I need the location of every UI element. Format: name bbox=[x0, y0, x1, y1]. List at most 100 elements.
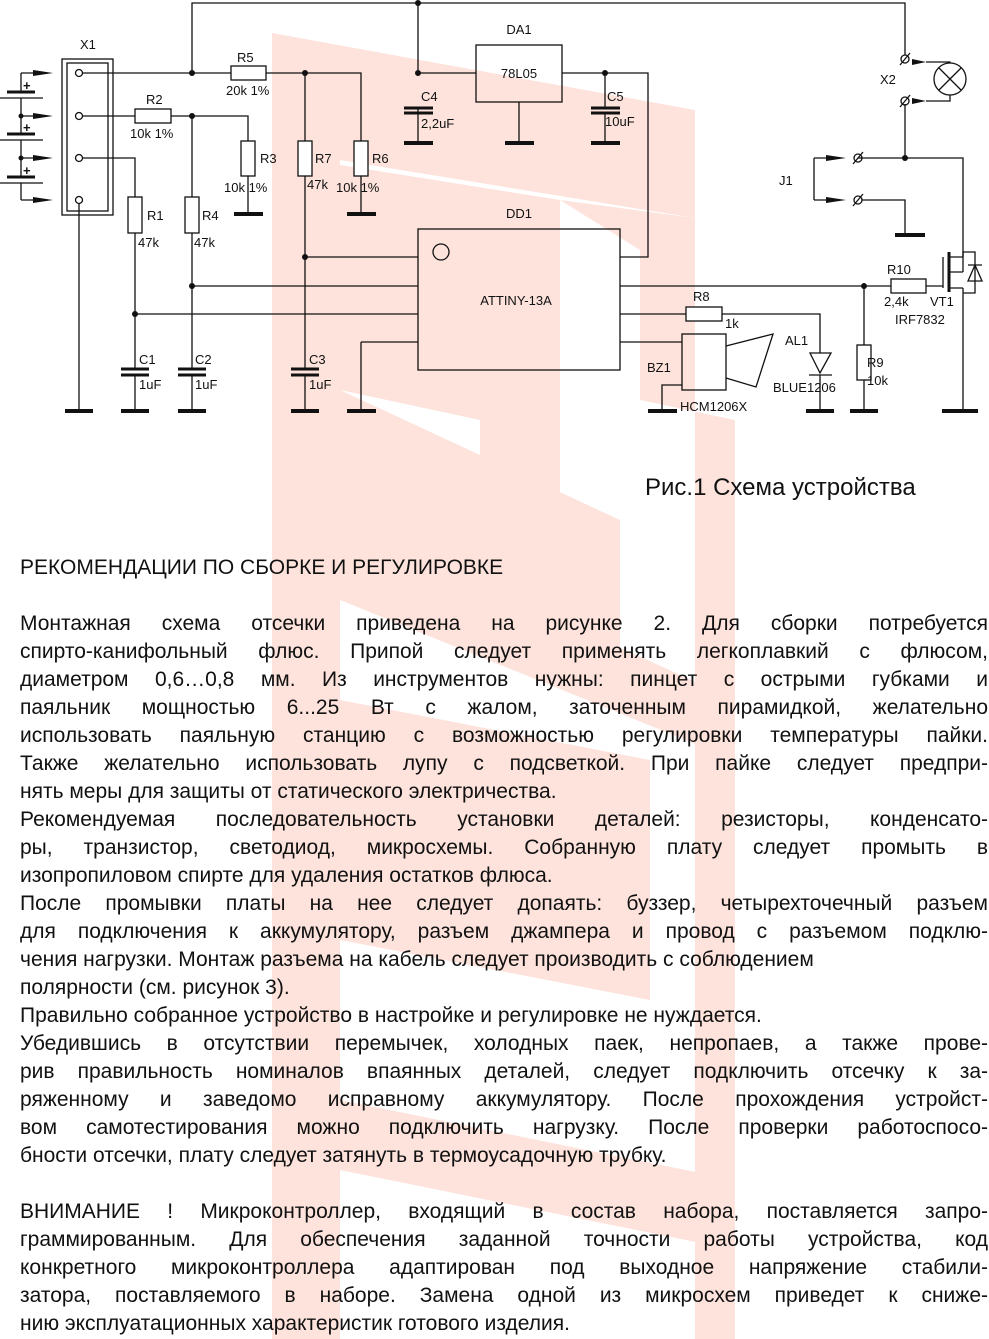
microcontroller-dd1 bbox=[417, 228, 621, 371]
component-label: C2 bbox=[195, 352, 212, 367]
component-label: R9 bbox=[867, 355, 884, 370]
component-label: HCM1206X bbox=[680, 399, 748, 414]
component-label: C3 bbox=[309, 352, 326, 367]
component-label: R7 bbox=[315, 151, 332, 166]
circuit-schematic: + + + X1 bbox=[0, 0, 983, 414]
component-label: + bbox=[23, 120, 31, 135]
component-label: BLUE1206 bbox=[773, 380, 836, 395]
paragraph: Монтажная схема отсечки приведена на рис… bbox=[20, 610, 988, 806]
text-line: затора, поставляемого в наборе. Замена о… bbox=[20, 1284, 988, 1307]
component-label: X2 bbox=[880, 72, 896, 87]
resistor-r4 bbox=[184, 196, 200, 234]
paragraph: Рекомендуемая последовательность установ… bbox=[20, 806, 988, 890]
lamp-icon bbox=[899, 52, 967, 108]
component-label: ATTINY-13A bbox=[480, 293, 552, 308]
component-label: 2,2uF bbox=[421, 116, 454, 131]
component-label: J1 bbox=[779, 173, 793, 188]
component-label: IRF7832 bbox=[895, 312, 945, 327]
figure-caption: Рис.1 Схема устройства bbox=[645, 474, 916, 501]
component-label: 1uF bbox=[195, 377, 217, 392]
text-line: рив правильность номиналов впаянных дета… bbox=[20, 1060, 988, 1083]
resistor-r2 bbox=[134, 108, 172, 124]
text-line: для подключения к аккумулятору, разъем д… bbox=[20, 920, 988, 943]
resistor-r3 bbox=[240, 140, 256, 177]
resistor-r1 bbox=[127, 196, 143, 234]
resistor-r10 bbox=[890, 278, 927, 294]
text-line: Также желательно использовать лупу с под… bbox=[20, 752, 988, 775]
component-label: X1 bbox=[80, 37, 96, 52]
paragraph: Убедившись в отсутствии перемычек, холод… bbox=[20, 1030, 988, 1170]
component-label: 47k bbox=[138, 235, 159, 250]
text-line: Рекомендуемая последовательность установ… bbox=[20, 808, 988, 831]
battery-icon: + + + bbox=[0, 70, 53, 203]
paragraph: После промывки платы на нее следует допа… bbox=[20, 890, 988, 1002]
component-label: 10k 1% bbox=[130, 126, 174, 141]
component-label: 1uF bbox=[309, 377, 331, 392]
warning-paragraph: ВНИМАНИЕ ! Микроконтроллер, входящий в с… bbox=[20, 1198, 988, 1338]
component-label: DD1 bbox=[506, 206, 532, 221]
text-line: Правильно собранное устройство в настрой… bbox=[20, 1004, 762, 1027]
component-label: + bbox=[23, 78, 31, 93]
component-label: R2 bbox=[146, 92, 163, 107]
text-line: диаметром 0,6…0,8 мм. Из инструментов ну… bbox=[20, 668, 988, 691]
component-label: 10k 1% bbox=[224, 180, 268, 195]
component-label: 2,4k bbox=[884, 294, 909, 309]
component-label: R3 bbox=[260, 151, 277, 166]
component-label: C5 bbox=[607, 89, 624, 104]
component-label: VT1 bbox=[930, 294, 954, 309]
component-label: DA1 bbox=[506, 22, 531, 37]
text-line: ВНИМАНИЕ ! Микроконтроллер, входящий в с… bbox=[20, 1200, 988, 1223]
component-label: 1uF bbox=[139, 377, 161, 392]
component-label: 10k bbox=[867, 373, 888, 388]
component-label: 1k bbox=[725, 316, 739, 331]
text-line: нию эксплуатационных характеристик готов… bbox=[20, 1312, 570, 1335]
component-label: C4 bbox=[421, 89, 438, 104]
text-line: конкретного микроконтроллера адаптирован… bbox=[20, 1256, 988, 1279]
regulator-da1 bbox=[475, 44, 563, 103]
resistor-r7 bbox=[297, 140, 313, 177]
text-line: После промывки платы на нее следует допа… bbox=[20, 892, 988, 915]
jumper-j1 bbox=[814, 151, 864, 207]
component-label: 47k bbox=[307, 177, 328, 192]
component-label: R6 bbox=[372, 151, 389, 166]
text-line: Монтажная схема отсечки приведена на рис… bbox=[20, 612, 988, 635]
buzzer-icon bbox=[681, 333, 774, 391]
text-line: чения нагрузки. Монтаж разъема на кабель… bbox=[20, 948, 814, 971]
component-label: 10k 1% bbox=[336, 180, 380, 195]
component-label: + bbox=[23, 163, 31, 178]
text-line: вом самотестирования можно подключить на… bbox=[20, 1116, 988, 1139]
resistor-r9 bbox=[856, 344, 872, 381]
text-line: ры, транзистор, светодиод, микросхемы. С… bbox=[20, 836, 988, 859]
component-label: BZ1 bbox=[647, 360, 671, 375]
text-line: паяльник мощностью 6...25 Вт с жалом, за… bbox=[20, 696, 988, 719]
paragraph: Правильно собранное устройство в настрой… bbox=[20, 1002, 988, 1030]
text-line: граммированным. Для обеспечения заданной… bbox=[20, 1228, 988, 1251]
component-label: C1 bbox=[139, 352, 156, 367]
text-line: бности отсечки, плату следует затянуть в… bbox=[20, 1144, 667, 1167]
component-label: 10uF bbox=[605, 114, 635, 129]
component-label: 47k bbox=[194, 235, 215, 250]
text-line: нять меры для защиты от статического эле… bbox=[20, 780, 557, 803]
text-line: полярности (см. рисунок 3). bbox=[20, 976, 290, 999]
component-label: R10 bbox=[887, 262, 911, 277]
text-line: спирто-канифольный флюс. Припой следует … bbox=[20, 640, 988, 663]
text-line: изопропиловом спирте для удаления остатк… bbox=[20, 864, 553, 887]
component-label: 78L05 bbox=[501, 66, 537, 81]
resistor-r8 bbox=[685, 306, 723, 322]
component-label: 20k 1% bbox=[226, 83, 270, 98]
component-label: AL1 bbox=[785, 333, 808, 348]
component-label: R4 bbox=[202, 208, 219, 223]
text-line: Убедившись в отсутствии перемычек, холод… bbox=[20, 1032, 988, 1055]
resistor-r5 bbox=[230, 65, 267, 81]
connector-x1: X1 bbox=[61, 37, 114, 216]
component-label: R1 bbox=[147, 208, 164, 223]
resistor-r6 bbox=[353, 140, 369, 177]
text-line: использовать паяльную станцию с возможно… bbox=[20, 724, 988, 747]
document-body: РЕКОМЕНДАЦИИ ПО СБОРКЕ И РЕГУЛИРОВКЕ Мон… bbox=[20, 554, 988, 1338]
section-heading: РЕКОМЕНДАЦИИ ПО СБОРКЕ И РЕГУЛИРОВКЕ bbox=[20, 556, 504, 579]
mosfet-icon bbox=[942, 251, 983, 294]
component-label: R8 bbox=[693, 289, 710, 304]
component-label: R5 bbox=[237, 50, 254, 65]
led-icon bbox=[808, 352, 833, 376]
